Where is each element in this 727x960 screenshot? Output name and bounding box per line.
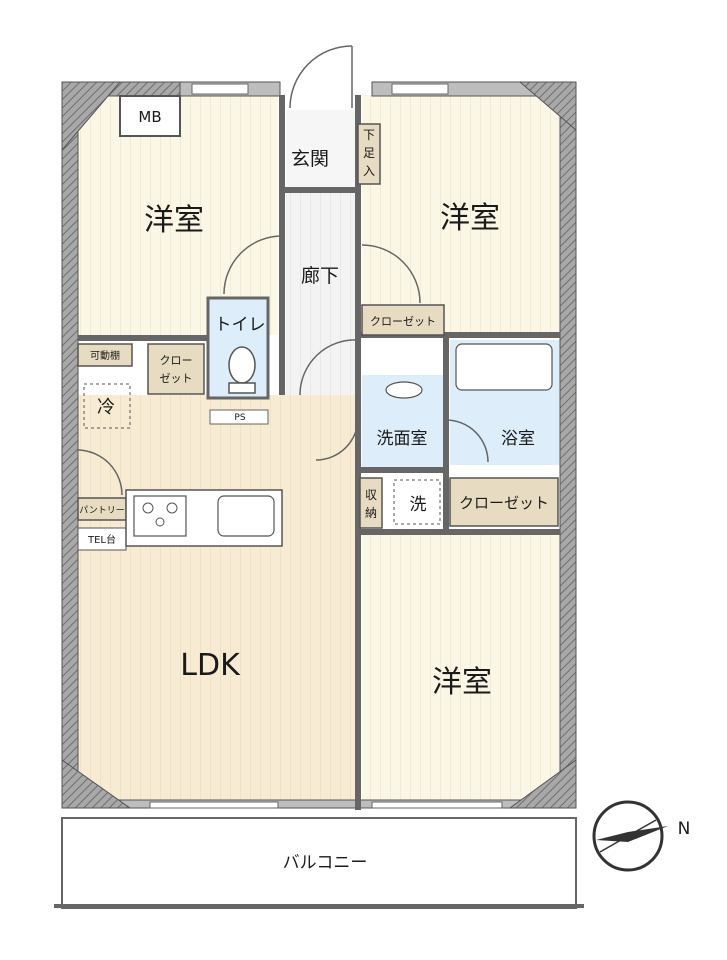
bathroom-label: 浴室 — [501, 429, 535, 449]
burner-3-icon — [155, 517, 165, 527]
entrance-door[interactable] — [289, 45, 353, 109]
north-label: N — [678, 819, 691, 839]
shoe-closet[interactable] — [357, 123, 381, 185]
ldk-label: LDK — [180, 648, 241, 683]
fridge-space — [83, 383, 131, 429]
burner-1-icon — [142, 502, 154, 514]
ps-box — [209, 409, 269, 425]
balcony-label: バルコニー — [283, 853, 368, 873]
western-room-se-label: 洋室 — [432, 665, 492, 700]
burner-2-icon — [166, 502, 178, 514]
bathtub-icon — [455, 343, 553, 391]
tel-stand-label: TEL台 — [87, 533, 116, 546]
closet-mid[interactable] — [361, 304, 445, 336]
hallway-label: 廊下 — [301, 265, 339, 287]
windows-top — [149, 83, 503, 809]
ps-label: PS — [234, 413, 245, 423]
storage[interactable] — [359, 477, 383, 529]
shoe-closet-label-1: 下 — [363, 128, 375, 142]
toilet-label: トイレ — [215, 315, 266, 335]
washroom-label: 洗面室 — [377, 429, 428, 449]
closet-small[interactable] — [147, 343, 205, 395]
entrance-label: 玄関 — [291, 148, 329, 170]
shoe-closet-label-3: 入 — [363, 164, 375, 178]
floor-western-room-ne — [362, 95, 562, 335]
floor-entrance — [286, 110, 358, 190]
stove-icon — [133, 495, 187, 537]
western-room-nw-label: 洋室 — [144, 203, 204, 238]
storage-label-1: 収 — [365, 488, 377, 502]
fridge-label: 冷 — [97, 397, 115, 418]
pantry-label: パントリー — [79, 505, 124, 516]
floor-ldk — [78, 395, 358, 805]
closet-small-label-2: ゼット — [160, 372, 193, 385]
western-room-ne-label: 洋室 — [440, 201, 500, 236]
floor-hallway — [286, 190, 358, 395]
closet-right[interactable] — [449, 477, 559, 527]
washer-label: 洗 — [410, 495, 427, 515]
shoe-closet-label-2: 足 — [363, 146, 375, 160]
floor-western-room-se — [362, 535, 562, 805]
washer-space — [393, 479, 441, 525]
movable-shelf-label: 可動棚 — [90, 349, 120, 362]
compass-icon — [592, 800, 668, 872]
room-doors[interactable] — [77, 235, 489, 496]
wash-basin-icon — [385, 381, 423, 399]
closet-right-label: クローゼット — [459, 494, 549, 512]
mb-box — [119, 95, 181, 137]
storage-label-2: 納 — [365, 506, 377, 520]
closet-small-label-1: クロー — [160, 354, 193, 367]
outer-walls — [61, 81, 577, 809]
closet-mid-label: クローゼット — [370, 315, 436, 328]
toilet-tank-icon — [228, 382, 256, 394]
mb-label: MB — [138, 108, 161, 126]
movable-shelf[interactable] — [77, 343, 133, 367]
toilet-bowl-icon — [228, 346, 256, 384]
toilet-room — [206, 296, 270, 400]
sink-icon — [217, 495, 275, 537]
